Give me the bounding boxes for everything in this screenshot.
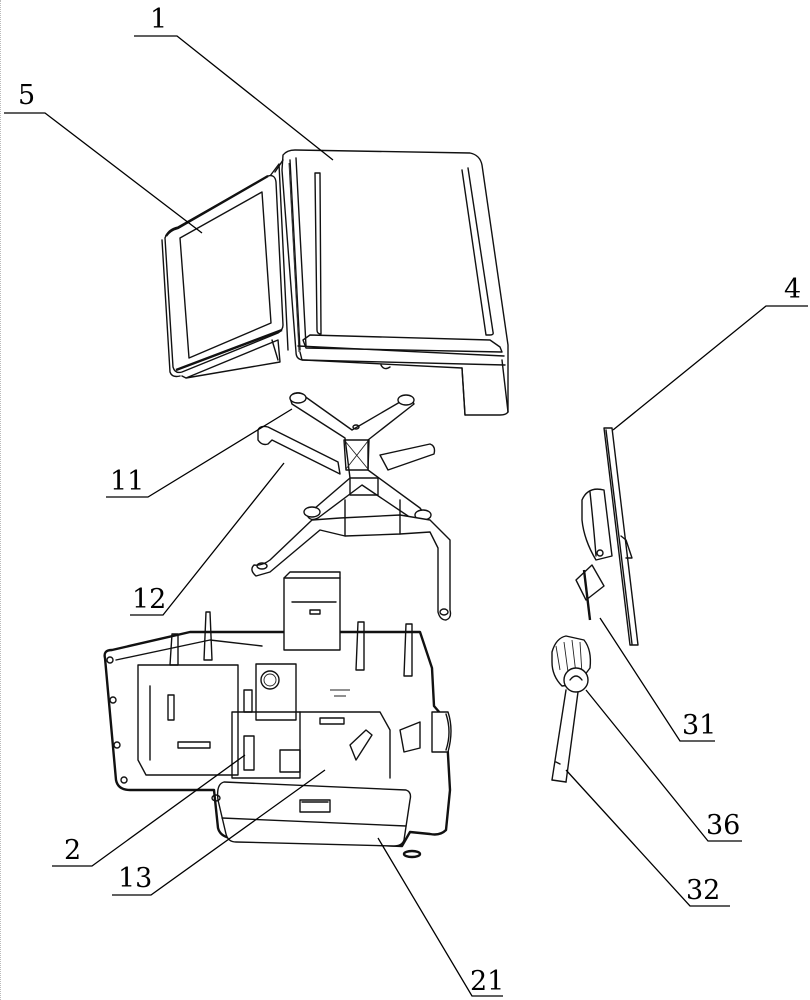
- leader-1: [134, 36, 333, 160]
- callout-21: 21: [470, 966, 504, 997]
- rear-display-assembly: [552, 428, 638, 782]
- callout-5: 5: [18, 80, 35, 111]
- top-cover-part: [270, 150, 508, 415]
- callout-12: 12: [132, 584, 166, 615]
- callout-11: 11: [110, 466, 144, 497]
- leader-5: [4, 113, 202, 233]
- display-screen-part: [162, 176, 283, 378]
- callout-13: 13: [118, 863, 152, 894]
- callout-32: 32: [686, 875, 720, 906]
- callout-36: 36: [706, 810, 740, 841]
- callout-1: 1: [150, 4, 167, 35]
- callout-4: 4: [784, 274, 801, 305]
- callout-31: 31: [682, 710, 716, 741]
- callout-2: 2: [64, 835, 81, 866]
- leader-4: [613, 306, 808, 430]
